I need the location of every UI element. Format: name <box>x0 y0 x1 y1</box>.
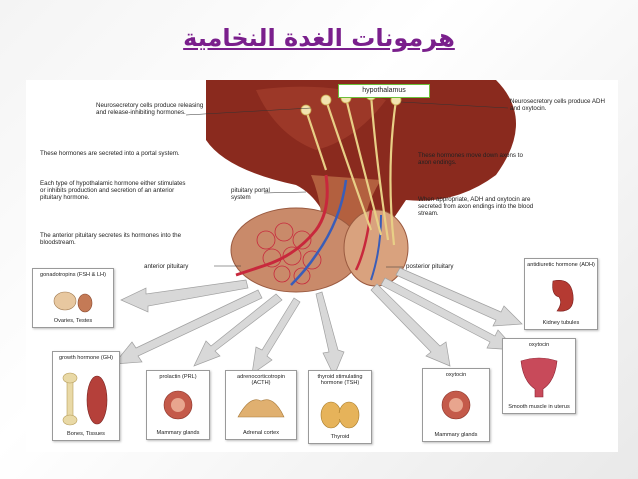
label-pointers <box>185 101 509 268</box>
diagram-graphics <box>113 80 523 377</box>
move-down-axons-text: These hormones move down axons to axon e… <box>418 152 523 166</box>
thyroid-icon <box>320 401 360 429</box>
card-target-label: Adrenal cortex <box>242 429 280 436</box>
posterior-vessel-blue <box>370 214 382 281</box>
anterior-secretes-text: The anterior pituitary secretes its horm… <box>40 232 182 246</box>
adh-oxytocin-secreted-text: When appropriate, ADH and oxytocin are s… <box>418 196 534 217</box>
card-tsh: thyroid stimulating hormone (TSH) Thyroi… <box>308 370 372 444</box>
neurosecretory-right-label: Neurosecretory cells produce ADH and oxy… <box>510 98 605 112</box>
card-target-label: Bones, Tissues <box>67 430 105 437</box>
bone-muscle-icon <box>62 372 108 426</box>
anterior-pituitary-label: anterior pituitary <box>144 263 189 270</box>
card-oxytocin-mammary: oxytocin Mammary glands <box>422 368 490 442</box>
card-hormone-label: adrenocorticotropin (ACTH) <box>237 374 285 387</box>
card-hormone-label: oxytocin <box>445 372 467 378</box>
card-adh: antidiuretic hormone (ADH) Kidney tubule… <box>524 258 598 330</box>
pituitary-diagram: hypothalamus Neurosecretory cells produc… <box>26 80 618 452</box>
uterus-icon <box>520 357 558 398</box>
kidney-icon <box>552 280 574 312</box>
card-hormone-label: antidiuretic hormone (ADH) <box>527 262 595 268</box>
card-target-label: Thyroid <box>330 433 350 440</box>
card-gonadotropins: gonadotropins (FSH & LH) Ovaries, Testes <box>32 268 114 328</box>
card-oxytocin-uterus: oxytocin Smooth muscle in uterus <box>502 338 576 414</box>
card-hormone-label: prolactin (PRL) <box>159 374 197 380</box>
axons <box>304 94 398 246</box>
card-target-label: Mammary glands <box>156 429 200 436</box>
hypothalamus-highlight <box>256 86 386 150</box>
hypothalamic-hormone-text: Each type of hypothalamic hormone either… <box>40 180 186 201</box>
card-hormone-label: oxytocin <box>528 342 550 348</box>
card-hormone-label: growth hormone (GH) <box>58 355 114 361</box>
neurosecretory-left-label: Neurosecretory cells produce releasing a… <box>96 102 204 116</box>
card-target-label: Mammary glands <box>434 431 478 438</box>
card-growth-hormone: growth hormone (GH) Bones, Tissues <box>52 351 120 441</box>
card-hormone-label: thyroid stimulating hormone (TSH) <box>317 374 363 387</box>
hypothalamus-label: hypothalamus <box>338 84 430 98</box>
portal-vessel-blue <box>290 179 348 286</box>
posterior-vessel-red <box>354 209 373 271</box>
card-hormone-label: gonadotropins (FSH & LH) <box>40 272 106 278</box>
adrenal-cortex-icon <box>237 399 285 418</box>
portal-system-text: These hormones are secreted into a porta… <box>40 150 180 157</box>
card-target-label: Ovaries, Testes <box>53 317 93 324</box>
ovary-testes-icon <box>53 291 93 313</box>
card-prolactin: prolactin (PRL) Mammary glands <box>146 370 210 440</box>
hormone-arrows <box>113 267 523 377</box>
card-target-label: Smooth muscle in uterus <box>508 403 570 410</box>
slide-title: هرمونات الغدة النخامية <box>183 24 455 52</box>
portal-vessel-red <box>235 174 329 277</box>
pituitary-portal-label: pituitary portal system <box>231 187 270 201</box>
mammary-gland-icon <box>163 390 193 420</box>
card-acth: adrenocorticotropin (ACTH) Adrenal corte… <box>225 370 297 440</box>
mammary-gland-icon <box>441 390 471 420</box>
posterior-pituitary-label: posterior pituitary <box>406 263 454 270</box>
card-target-label: Kidney tubules <box>542 319 580 326</box>
